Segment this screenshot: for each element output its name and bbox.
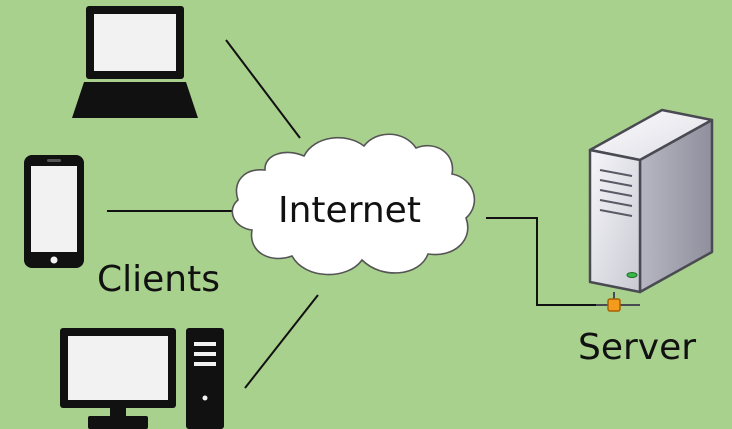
desktop-connection-line bbox=[244, 294, 319, 389]
smartphone-icon bbox=[24, 155, 84, 268]
server-label: Server bbox=[578, 327, 697, 368]
clients-label: Clients bbox=[97, 259, 220, 300]
server-icon bbox=[588, 108, 714, 294]
internet-label: Internet bbox=[278, 190, 421, 231]
network-connector-icon bbox=[596, 292, 640, 312]
laptop-icon bbox=[72, 6, 198, 118]
server-connection-line bbox=[486, 217, 596, 306]
desktop-computer-icon bbox=[60, 328, 224, 429]
internet-cloud-icon bbox=[231, 133, 476, 276]
laptop-connection-line bbox=[225, 39, 301, 139]
